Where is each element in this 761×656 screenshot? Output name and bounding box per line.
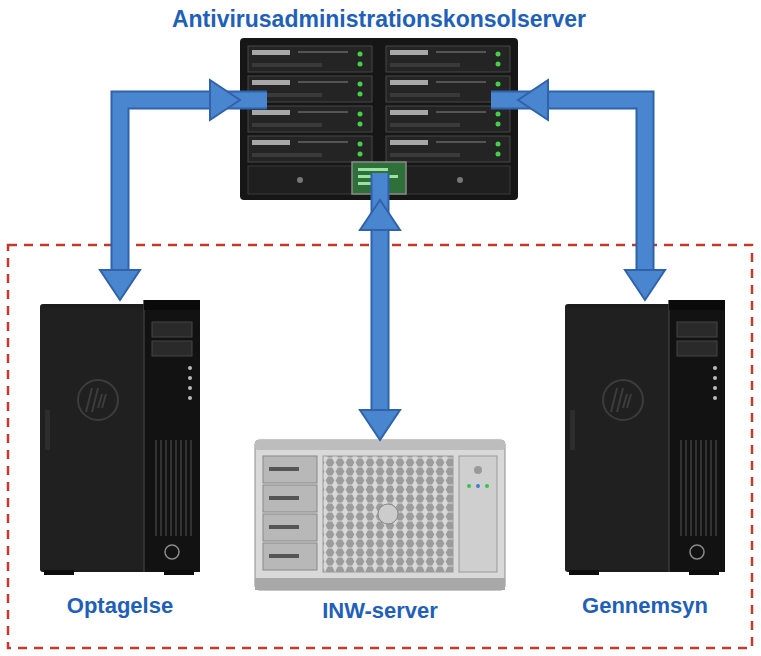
workstation-tower — [565, 300, 725, 575]
node-label: Gennemsyn — [582, 593, 708, 619]
double-arrow — [491, 80, 665, 300]
arrow-head — [360, 200, 400, 230]
arrow-head — [100, 270, 140, 300]
arrow-head — [360, 410, 400, 440]
tower-server — [255, 440, 505, 590]
double-arrow — [360, 173, 400, 440]
arrow-head — [210, 80, 240, 120]
node-label: INW-server — [322, 598, 438, 624]
label-group: Gennemsyn — [582, 593, 708, 619]
label-group: INW-server — [322, 598, 438, 624]
arrow-head — [518, 80, 548, 120]
node-label: Antivirusadministrationskonsolserver — [172, 6, 586, 34]
arrow-shaft-outline — [491, 100, 645, 273]
arrow-shaft — [120, 100, 267, 273]
label-group: Antivirusadministrationskonsolserver — [172, 6, 586, 34]
server-node: Antivirusadministrationskonsolserver — [240, 38, 518, 200]
double-arrow — [100, 80, 267, 300]
arrow-head — [625, 270, 665, 300]
workstation-node: Gennemsyn — [565, 300, 725, 575]
workstation-tower — [40, 300, 200, 575]
workstation-node: Optagelse — [40, 300, 200, 575]
arrow-shaft-outline — [120, 100, 267, 273]
label-group: Optagelse — [67, 593, 173, 619]
server-node: INW-server — [255, 440, 505, 590]
arrow-shaft — [491, 100, 645, 273]
node-label: Optagelse — [67, 593, 173, 619]
